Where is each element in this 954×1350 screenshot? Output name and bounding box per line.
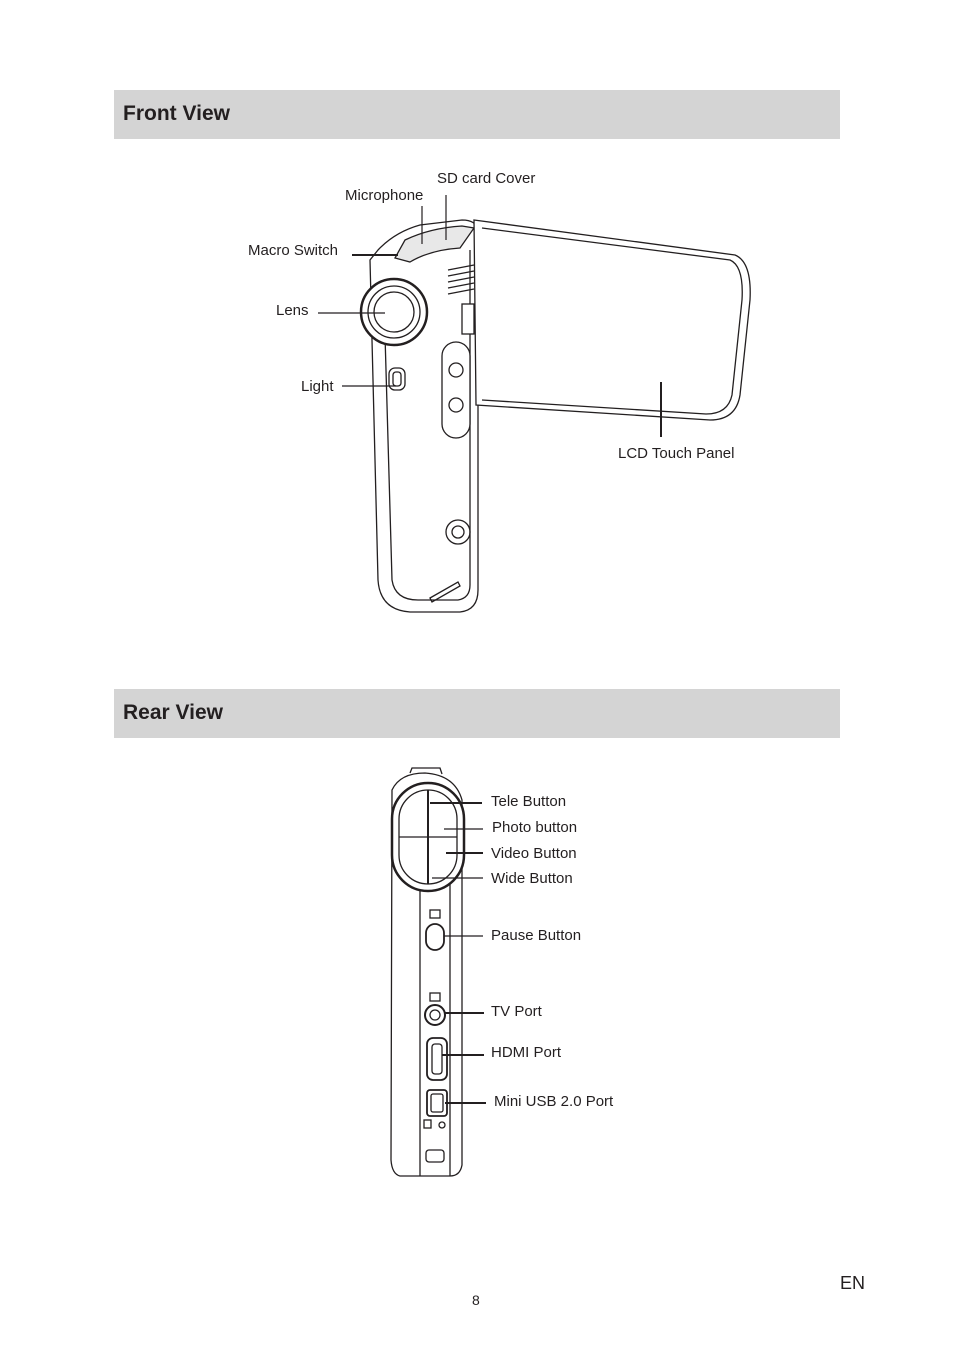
rear-view-title: Rear View <box>123 701 224 724</box>
photo-button-label: Photo button <box>492 819 578 836</box>
lens-label: Lens <box>276 302 309 319</box>
macro-switch-label: Macro Switch <box>248 242 339 259</box>
microphone-label: Microphone <box>345 187 424 204</box>
rear-view-header: Rear View <box>114 689 840 738</box>
mini-usb-port-label: Mini USB 2.0 Port <box>494 1093 614 1110</box>
tv-port-label: TV Port <box>491 1003 542 1020</box>
wide-button-label: Wide Button <box>491 870 573 887</box>
sd-card-cover-label: SD card Cover <box>437 170 536 187</box>
pause-button-label: Pause Button <box>491 927 582 944</box>
language-code: EN <box>840 1273 866 1293</box>
front-view-title: Front View <box>123 102 230 125</box>
light-label: Light <box>301 378 334 395</box>
tele-button-label: Tele Button <box>491 793 567 810</box>
lcd-touch-panel-label: LCD Touch Panel <box>618 445 735 462</box>
hdmi-port-label: HDMI Port <box>491 1044 562 1061</box>
video-button-label: Video Button <box>491 845 577 862</box>
front-view-header: Front View <box>114 90 840 139</box>
page-number: 8 <box>472 1292 480 1308</box>
